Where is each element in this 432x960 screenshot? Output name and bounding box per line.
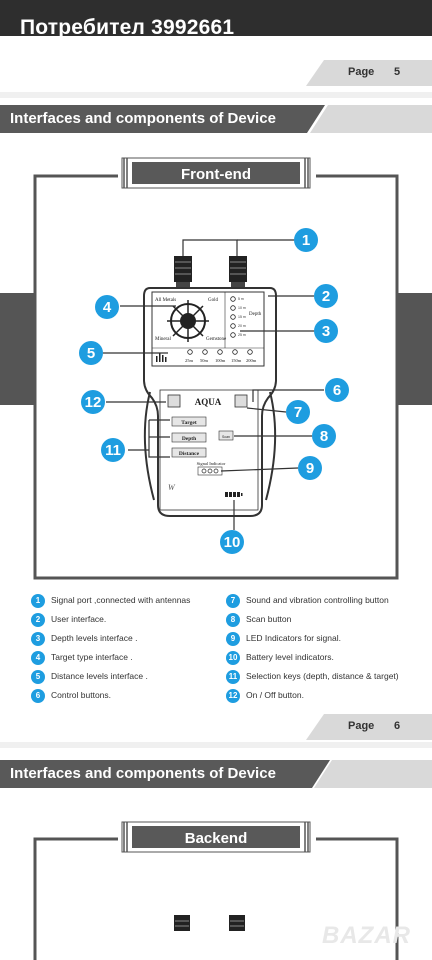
right-side-bar [398, 293, 432, 405]
svg-text:6: 6 [333, 382, 341, 399]
svg-text:9: 9 [306, 460, 314, 477]
svg-text:5 m: 5 m [238, 297, 244, 301]
callout-11: 11 [101, 438, 125, 462]
page-label: Page [348, 66, 375, 78]
svg-text:3: 3 [322, 323, 330, 340]
svg-text:8: 8 [320, 428, 328, 445]
title-plate [132, 162, 300, 184]
svg-text:10: 10 [224, 534, 241, 551]
battery-indicator [225, 492, 243, 497]
svg-text:2: 2 [322, 288, 330, 305]
callout-2: 2 [314, 284, 338, 308]
page-number: 6 [394, 720, 401, 732]
scan-key [218, 430, 234, 441]
brand-label: AQUA [195, 397, 222, 407]
svg-text:1: 1 [302, 232, 310, 249]
watermark-logo: BAZAR [322, 922, 411, 949]
user-name[interactable]: Потребител 3992661 [20, 16, 235, 36]
page-number: 5 [394, 66, 401, 78]
front-end-title: Front-end [181, 166, 251, 183]
page-number-tab: Page 6 [306, 714, 432, 740]
svg-text:Signal Indicator: Signal Indicator [197, 461, 226, 466]
callout-6: 6 [325, 378, 349, 402]
svg-text:Mineral: Mineral [155, 337, 171, 342]
user-bar: Потребител 3992661 [0, 0, 432, 36]
svg-text:11: 11 [105, 442, 121, 459]
svg-text:Scan: Scan [222, 435, 230, 439]
page-number-tab: Page 5 [306, 60, 432, 86]
diagram-frame [33, 174, 399, 580]
callout-1: 1 [294, 228, 318, 252]
target-key [171, 416, 207, 427]
callout-7: 7 [286, 400, 310, 424]
svg-text:All Metals: All Metals [155, 298, 176, 303]
callout-10: 10 [220, 530, 244, 554]
backend-diagram: Backend [33, 821, 399, 960]
front-end-diagram: Front-end Al [0, 157, 432, 580]
page-divider [0, 742, 432, 748]
section-header: Interfaces and components of Device [0, 760, 330, 788]
target-wheel-icon [167, 300, 209, 342]
callout-5: 5 [79, 341, 103, 365]
section-header: Interfaces and components of Device [0, 105, 325, 133]
title-plate [132, 826, 300, 848]
power-button [167, 394, 181, 408]
svg-text:25m: 25m [185, 358, 194, 363]
svg-text:Target: Target [181, 420, 197, 426]
callout-12: 12 [81, 390, 105, 414]
distance-key [171, 447, 207, 458]
section-title: Interfaces and components of Device [10, 110, 276, 127]
svg-text:12: 12 [85, 394, 102, 411]
svg-text:5: 5 [87, 345, 95, 362]
section-header-tail [314, 760, 432, 788]
svg-text:Gold: Gold [208, 298, 219, 303]
svg-text:4: 4 [103, 299, 112, 316]
svg-text:200m: 200m [246, 358, 257, 363]
antenna-connectors [174, 915, 245, 931]
svg-text:Depth: Depth [182, 436, 196, 442]
svg-text:20 m: 20 m [238, 324, 246, 328]
sound-button [234, 394, 248, 408]
callout-8: 8 [312, 424, 336, 448]
page-divider [0, 92, 432, 98]
svg-text:Gemstone: Gemstone [206, 337, 227, 342]
backend-title: Backend [185, 830, 248, 847]
svg-text:150m: 150m [231, 358, 242, 363]
section-header-tail [310, 105, 432, 133]
screen [151, 291, 265, 367]
svg-text:7: 7 [294, 404, 302, 421]
svg-text:15 m: 15 m [238, 315, 246, 319]
left-side-bar [0, 293, 34, 405]
logo-mark: W [168, 483, 176, 492]
svg-text:Depth: Depth [249, 312, 262, 317]
callout-3: 3 [314, 319, 338, 343]
diagram-frame [33, 837, 399, 960]
section-title: Interfaces and components of Device [10, 765, 276, 782]
svg-text:25 m: 25 m [238, 333, 246, 337]
svg-text:10 m: 10 m [238, 306, 246, 310]
depth-key [171, 432, 207, 443]
svg-text:50m: 50m [200, 358, 209, 363]
svg-text:Distance: Distance [179, 451, 200, 457]
signal-leds [197, 466, 223, 476]
antenna-connectors [174, 256, 247, 290]
svg-text:100m: 100m [215, 358, 226, 363]
callout-9: 9 [298, 456, 322, 480]
page-label: Page [348, 720, 375, 732]
callout-4: 4 [95, 295, 119, 319]
